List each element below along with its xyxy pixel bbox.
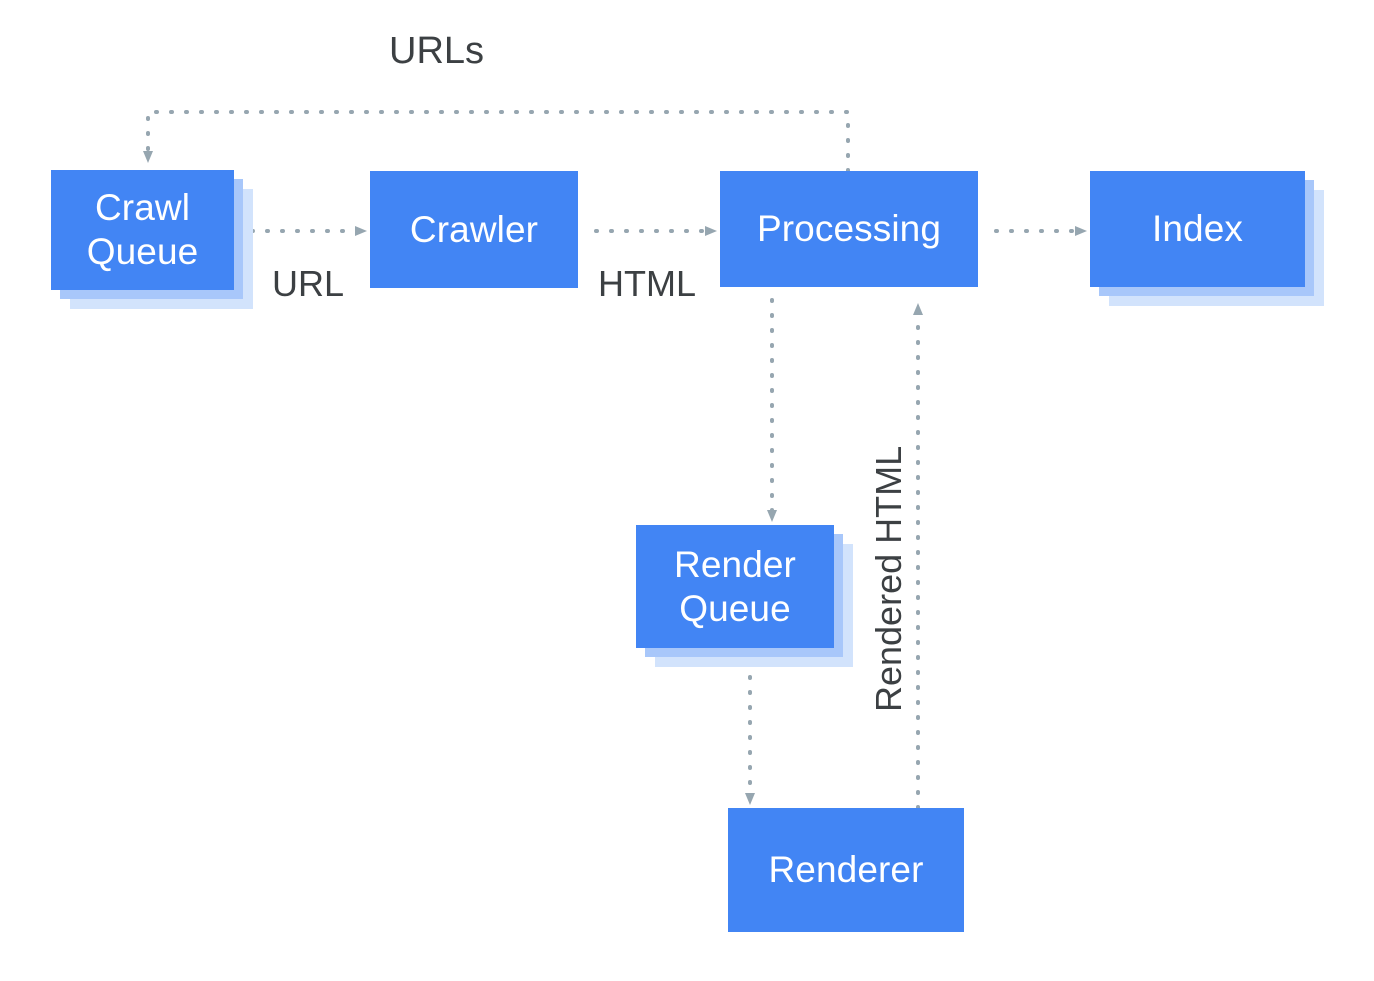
node-label-index: Index bbox=[1151, 208, 1243, 250]
node-processing[interactable]: Processing bbox=[720, 171, 978, 287]
edge-caption-rendered-html: Rendered HTML bbox=[868, 445, 909, 712]
edge-caption-html: HTML bbox=[598, 263, 696, 304]
node-label-renderer: Renderer bbox=[768, 849, 924, 891]
node-crawl-queue[interactable]: Crawl Queue bbox=[51, 170, 253, 309]
node-label-crawl-queue: Crawl Queue bbox=[86, 187, 199, 272]
node-render-queue[interactable]: Render Queue bbox=[636, 525, 853, 667]
index-face: Index bbox=[1090, 171, 1305, 287]
edge-caption-urls: URLs bbox=[389, 30, 485, 72]
renderer-face: Renderer bbox=[728, 808, 964, 932]
edge-urls bbox=[143, 110, 850, 173]
node-renderer[interactable]: Renderer bbox=[728, 808, 964, 932]
processing-face: Processing bbox=[720, 171, 978, 287]
node-crawler[interactable]: Crawler bbox=[370, 171, 578, 288]
crawler-face: Crawler bbox=[370, 171, 578, 288]
node-label-render-queue: Render Queue bbox=[674, 543, 796, 629]
node-label-processing: Processing bbox=[756, 208, 942, 250]
crawl-queue-face: Crawl Queue bbox=[51, 170, 234, 290]
edge-caption-url: URL bbox=[272, 263, 345, 304]
node-label-crawler: Crawler bbox=[409, 208, 539, 250]
node-index[interactable]: Index bbox=[1090, 171, 1324, 306]
render-queue-face: Render Queue bbox=[636, 525, 834, 648]
